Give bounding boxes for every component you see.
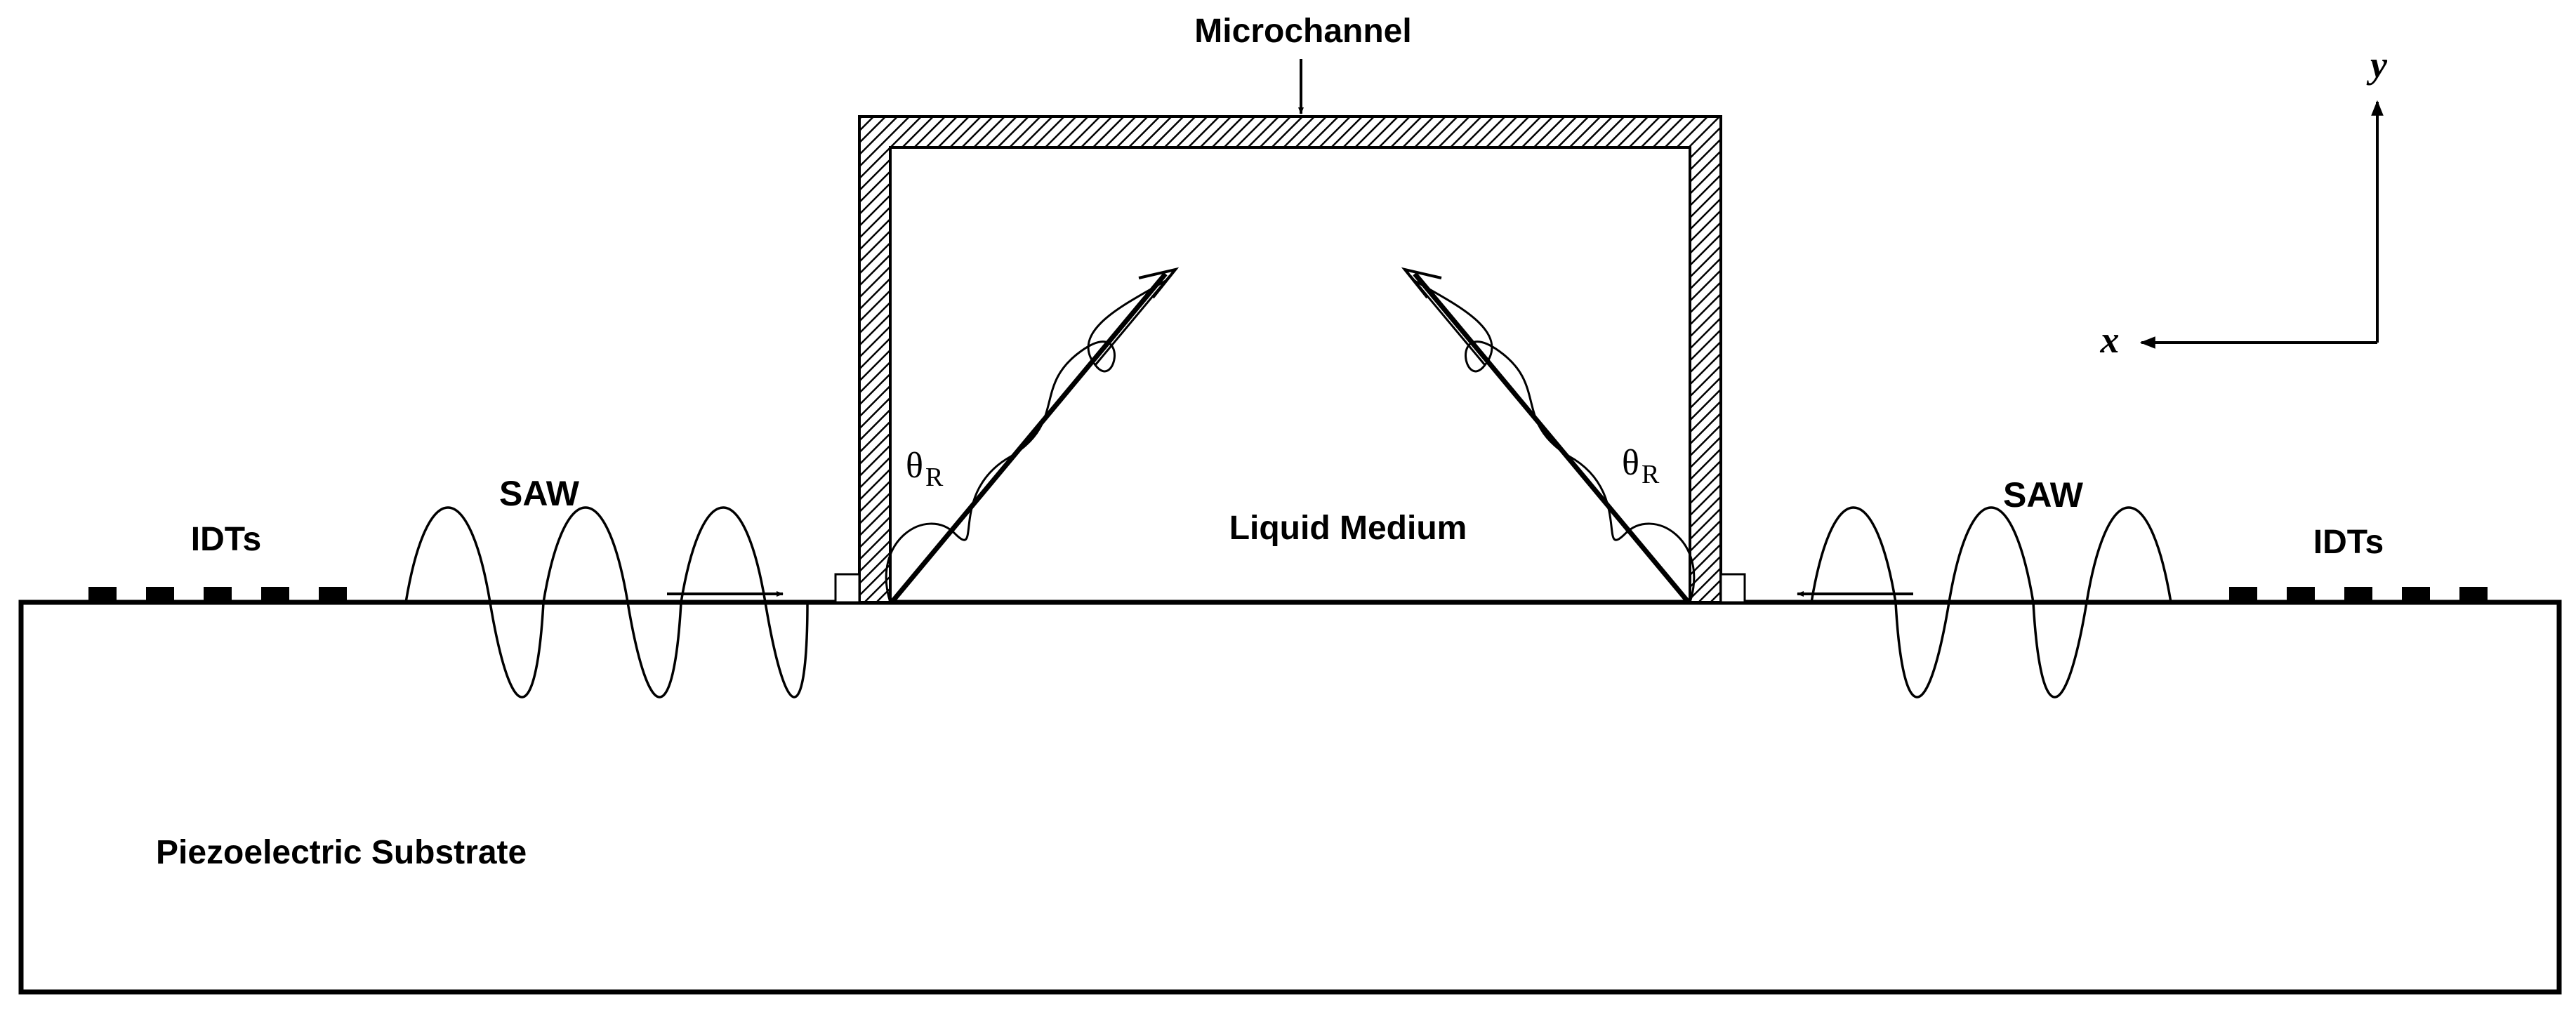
leaky-wave-left xyxy=(885,267,1180,604)
piezoelectric-substrate xyxy=(18,600,2562,995)
axis-y-label: y xyxy=(2366,44,2388,86)
liquid-medium-label: Liquid Medium xyxy=(1229,510,1467,547)
axis-indicator xyxy=(2139,100,2384,349)
theta-left-symbol: θ xyxy=(906,446,923,486)
saw-left-label: SAW xyxy=(499,474,580,513)
substrate-label: Piezoelectric Substrate xyxy=(156,834,527,871)
microchannel-label: Microchannel xyxy=(1194,13,1411,50)
theta-left-subscript: R xyxy=(925,463,944,492)
idts-left xyxy=(88,587,347,602)
axis-x-label: x xyxy=(2100,319,2120,361)
idts-left-label: IDTs xyxy=(191,521,261,558)
theta-right-subscript: R xyxy=(1642,460,1660,489)
theta-right-symbol: θ xyxy=(1622,443,1639,483)
idts-right xyxy=(2229,587,2488,602)
saw-wave-right xyxy=(1810,506,2172,698)
idts-right-label: IDTs xyxy=(2313,524,2384,561)
saw-right-label: SAW xyxy=(2003,475,2084,515)
saw-wave-left xyxy=(404,506,809,698)
leaky-wave-right xyxy=(1401,267,1696,604)
